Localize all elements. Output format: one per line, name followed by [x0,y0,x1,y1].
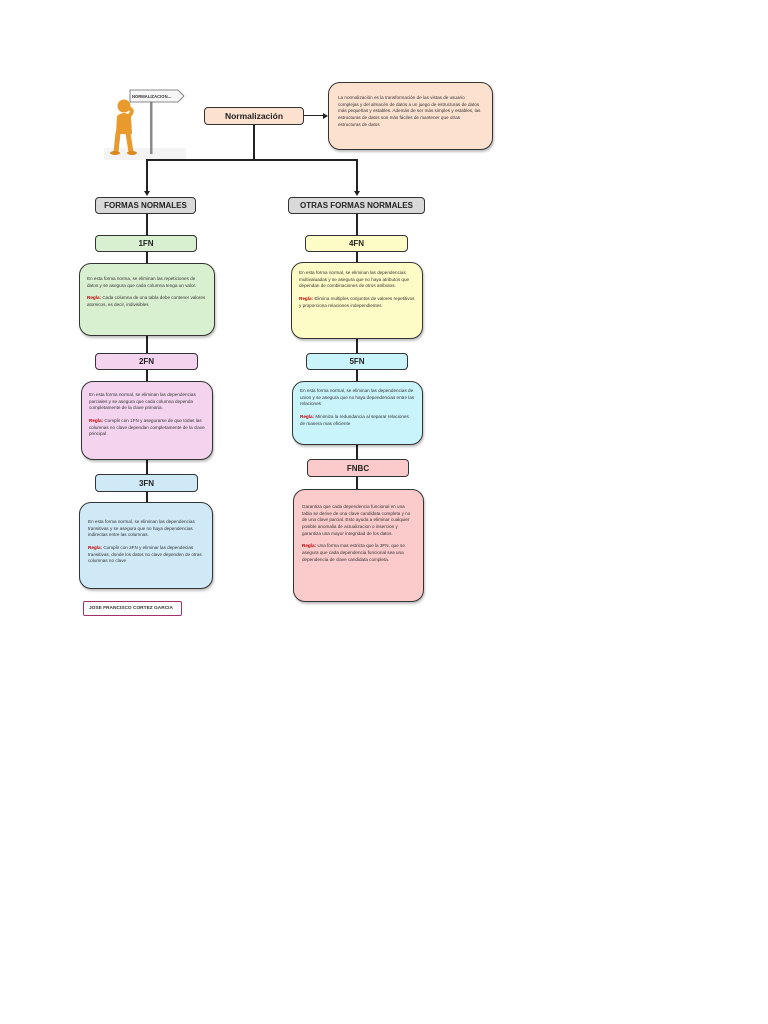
fn2-card: En esta forma normal, se eliminan las de… [81,381,213,460]
connector [356,339,358,353]
fn3-card: En esta forma normal, se eliminan las de… [79,502,213,589]
fn1-text: En esta forma norma, se eliminan las rep… [87,276,207,289]
branch-label: OTRAS FORMAS NORMALES [300,201,413,210]
fn5-text: En esta forma normal, se eliminan las de… [300,388,415,408]
connector [146,370,148,381]
root-title: Normalización [225,111,283,121]
fnbc-rule: Una forma mas estricta que la 3FN, que s… [302,543,405,561]
fn4-title: 4FN [349,239,364,248]
fn1-title: 1FN [138,239,153,248]
fn1-card: En esta forma norma, se eliminan las rep… [79,263,215,336]
arrowhead-down [354,191,360,196]
connector [146,159,358,161]
branch-formas-normales: FORMAS NORMALES [95,197,196,214]
arrowhead-down [144,191,150,196]
fn2-text: En esta forma normal, se eliminan las de… [89,392,205,412]
connector [253,125,255,160]
definition-card: La normalización es la transformación de… [328,82,493,150]
connector [356,477,358,489]
fn1-rule-label: Regla: [87,295,101,300]
fn2-rule: Cumplir con 1FN y asegurarse de que toda… [89,418,205,436]
connector [146,214,148,235]
branch-otras-formas-normales: OTRAS FORMAS NORMALES [288,197,425,214]
connector [356,445,358,459]
fnbc-text: Garantiza que cada dependencia funcional… [302,504,415,537]
fn5-title-box: 5FN [306,353,408,370]
fn4-title-box: 4FN [305,235,408,252]
fnbc-rule-label: Regla: [302,543,316,548]
connector [146,252,148,263]
fnbc-card: Garantiza que cada dependencia funcional… [293,489,424,602]
connector [356,370,358,381]
connector [356,252,358,262]
fn4-card: En esta forma normal, se eliminan las de… [291,262,423,339]
fn2-rule-label: Regla: [89,418,103,423]
thinking-person-illustration: NORMALIZACION... [104,86,186,160]
connector [146,336,148,353]
fn5-rule: Minimiza la redundancia al separar relac… [300,414,409,426]
fnbc-title-box: FNBC [307,459,409,477]
author-label: JOSE FRANCISCO CORTEZ GARCIA [83,601,182,616]
connector [146,492,148,502]
fn1-rule: Cada columna de una tabla debe contener … [87,295,205,307]
fn3-title-box: 3FN [95,474,198,492]
connector [356,214,358,235]
fn4-rule-label: Regla: [299,296,313,301]
root-title-box: Normalización [204,107,304,125]
fn1-title-box: 1FN [95,235,197,252]
connector [356,159,358,193]
fn4-text: En esta forma normal, se eliminan las de… [299,270,415,290]
fn3-text: En esta forma normal, se eliminan las de… [88,519,204,539]
branch-label: FORMAS NORMALES [104,201,187,210]
fn2-title-box: 2FN [95,353,198,370]
definition-text: La normalización es la transformación de… [338,95,483,128]
fn4-rule: Elimina multiples conjuntos de valores r… [299,296,414,308]
fn3-rule-label: Regla: [88,545,102,550]
sign-text: NORMALIZACION... [132,94,171,99]
fn3-rule: Cumplir con 2FN y eliminar las dependeci… [88,545,202,563]
connector [146,159,148,193]
connector [146,460,148,474]
fnbc-title: FNBC [347,464,369,473]
author-name: JOSE FRANCISCO CORTEZ GARCIA [89,606,173,611]
fn2-title: 2FN [139,357,154,366]
fn5-title: 5FN [349,357,364,366]
fn3-title: 3FN [139,479,154,488]
fn5-rule-label: Regla: [300,414,314,419]
fn5-card: En esta forma normal, se eliminan las de… [292,381,423,445]
